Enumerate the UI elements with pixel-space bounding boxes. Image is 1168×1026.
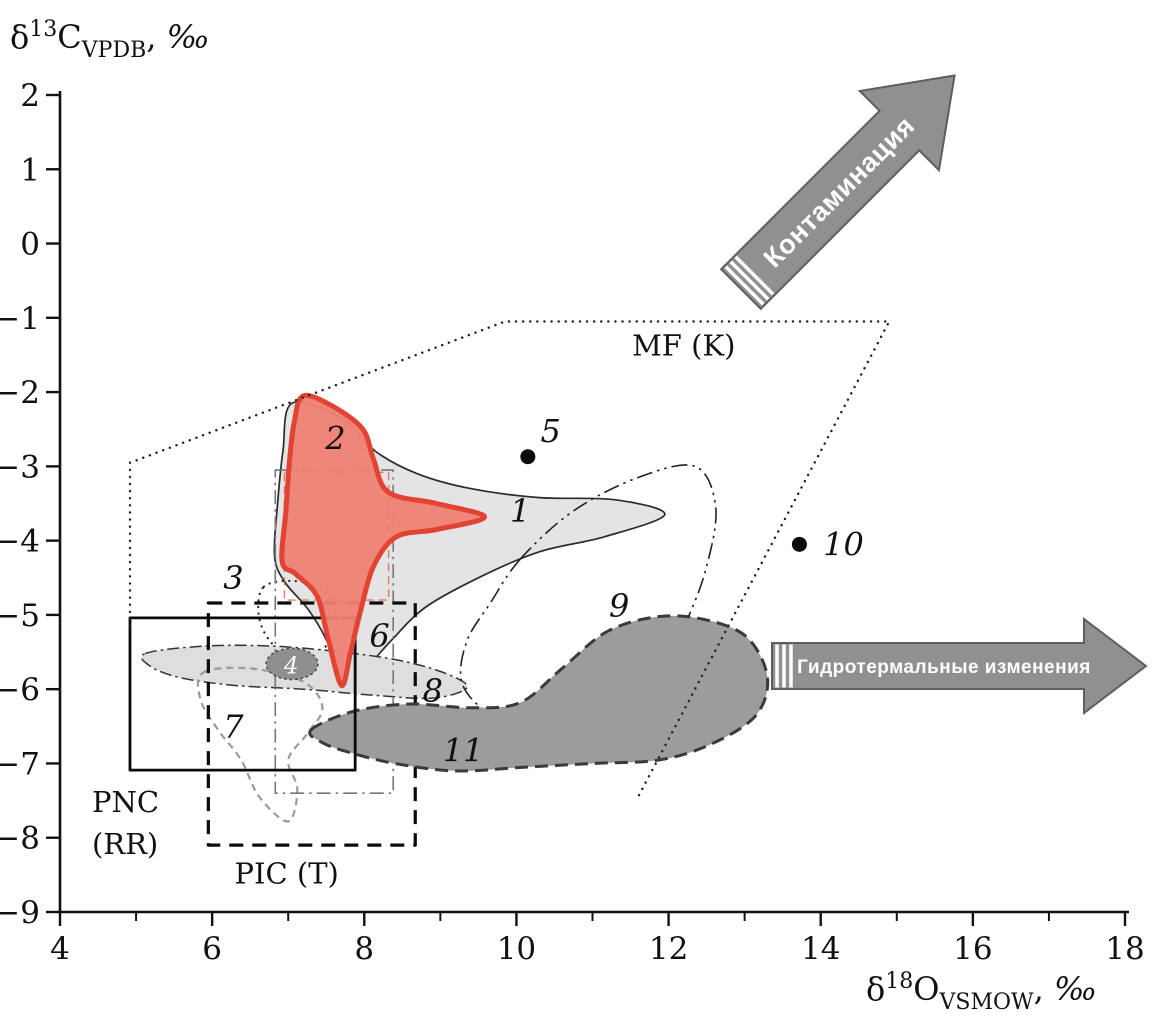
- arrow-hydrothermal-body: [771, 616, 1148, 716]
- x-tick-label: 14: [801, 931, 840, 967]
- x-tick-label: 18: [1105, 931, 1144, 967]
- arrow-contamination-body: [719, 74, 956, 311]
- label-9: 9: [609, 587, 629, 625]
- y-tick-label: −1: [0, 301, 40, 337]
- y-axis-title: δ13CVPDB, ‰: [10, 17, 210, 63]
- x-axis-title: δ18OVSMOW, ‰: [866, 969, 1097, 1015]
- label--rr-: (RR): [92, 827, 158, 861]
- label-5: 5: [540, 412, 560, 450]
- field-7: [196, 666, 324, 823]
- label-pnc: PNC: [92, 785, 159, 819]
- arrow-tail-stripe: [734, 255, 775, 296]
- label-1: 1: [510, 492, 530, 530]
- y-tick-label: −6: [0, 672, 40, 708]
- arrow-contamination-label: Контаминация: [758, 110, 921, 273]
- label-7: 7: [223, 708, 244, 746]
- y-tick-label: 2: [20, 78, 40, 114]
- data-point-10: [791, 536, 807, 552]
- arrow-tail-stripe: [729, 260, 770, 301]
- data-point-5: [520, 449, 536, 465]
- y-tick-label: 1: [20, 152, 40, 188]
- label-10: 10: [823, 526, 864, 564]
- y-tick-label: −9: [0, 895, 40, 931]
- label-2: 2: [324, 419, 345, 457]
- label-3: 3: [223, 559, 243, 597]
- field-11: [308, 614, 770, 773]
- label-pic-t-: PIC (T): [235, 857, 339, 891]
- arrow-hydrothermal: Гидротермальные изменения: [771, 616, 1148, 716]
- x-tick-label: 16: [953, 931, 992, 967]
- arrow-tail-stripe: [724, 265, 765, 306]
- rect-pnc-rr: [128, 616, 357, 772]
- x-tick-label: 8: [354, 931, 374, 967]
- x-tick-label: 4: [50, 931, 70, 967]
- y-tick-label: −4: [0, 524, 40, 560]
- label-mf-k-: MF (K): [632, 328, 735, 362]
- label-6: 6: [369, 617, 389, 655]
- y-tick-label: −7: [0, 746, 40, 782]
- y-tick-label: −2: [0, 375, 40, 411]
- y-tick-label: 0: [20, 227, 40, 263]
- arrow-hydrothermal-label: Гидротермальные изменения: [797, 657, 1091, 678]
- y-tick-label: −5: [0, 598, 40, 634]
- x-tick-label: 12: [649, 931, 688, 967]
- label-11: 11: [443, 731, 484, 769]
- x-tick-label: 10: [497, 931, 536, 967]
- label-4: 4: [283, 653, 299, 679]
- y-tick-label: −8: [0, 821, 40, 857]
- arrow-contamination: Контаминация: [719, 74, 956, 311]
- x-tick-label: 6: [202, 931, 222, 967]
- label-8: 8: [423, 672, 443, 710]
- field-2: [279, 392, 487, 689]
- y-tick-label: −3: [0, 449, 40, 485]
- field-4: [265, 647, 319, 681]
